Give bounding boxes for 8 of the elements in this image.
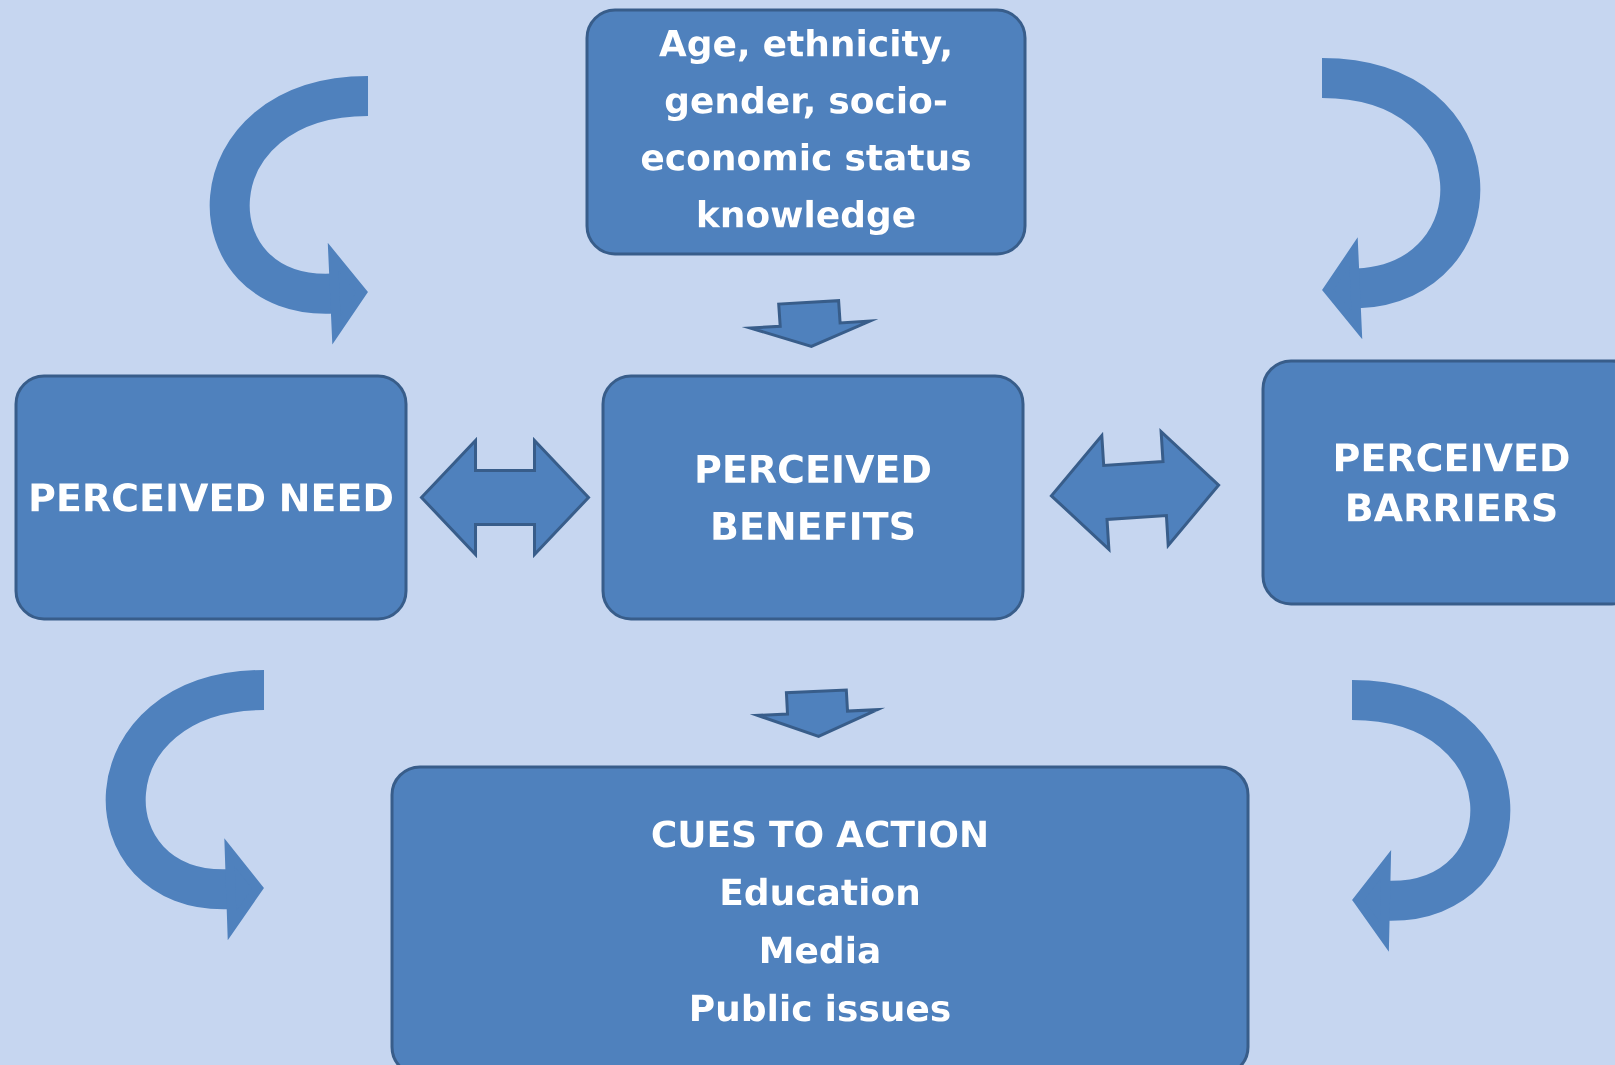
text-box: PERCEIVED BENEFITS [601,374,1025,621]
text-box: Age, ethnicity, gender, socio-economic status knowledge [585,8,1027,256]
block-arrow [741,299,879,349]
text-box: PERCEIVED NEED [14,374,408,621]
text-box: CUES TO ACTION Education Media Public issues [390,765,1250,1065]
text-box: PERCEIVED BARRIERS [1261,359,1615,606]
block-arrow [749,688,886,739]
block-arrow [1049,428,1221,553]
